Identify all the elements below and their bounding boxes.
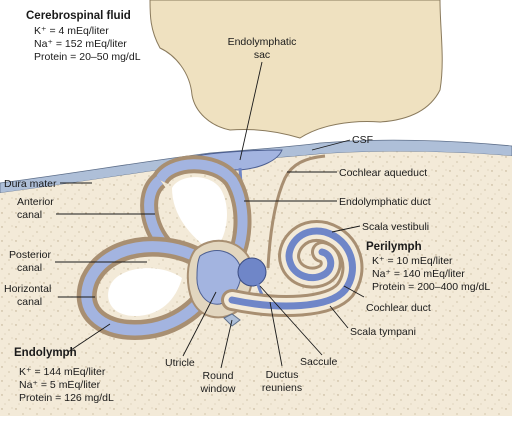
label-csf: CSF [352,134,373,146]
label-round-window-2: window [199,383,235,395]
label-posterior-canal: Posterior [9,249,52,261]
leader-utricle [182,291,217,357]
label-saccule: Saccule [300,356,338,368]
leader-saccule [259,285,323,356]
saccule-shape [237,257,267,287]
leader-scala-vestibuli [331,225,361,233]
leader-ductus-reuniens [269,301,283,367]
cochlear-aqueduct-shape [266,154,326,269]
perilymph-potassium: K⁺ = 10 mEq/liter [372,255,453,267]
label-horizontal-canal: Horizontal [4,283,51,295]
leader-scala-tympani [329,305,349,329]
anterior-canal-lumen [172,177,227,252]
perilymph-protein: Protein = 200–400 mg/dL [372,281,490,293]
label-anterior-canal: Anterior [17,196,54,208]
label-endolymphatic-sac: Endolymphatic [228,36,297,48]
endolymph-protein: Protein = 126 mg/dL [19,392,114,404]
cochlear-duct-shape [228,227,356,310]
label-round-window: Round [203,370,234,382]
label-scala-tympani: Scala tympani [350,326,416,338]
perilymph-title: Perilymph [366,241,422,253]
csf-protein: Protein = 20–50 mg/dL [34,51,141,63]
label-utricle: Utricle [165,357,195,369]
endolymph-sodium: Na⁺ = 5 mEq/liter [19,379,101,391]
label-posterior-canal-2: canal [17,262,42,274]
perilymph-sodium: Na⁺ = 140 mEq/liter [372,268,465,280]
csf-sodium: Na⁺ = 152 mEq/liter [34,38,127,50]
leader-cochlear-duct [343,285,365,298]
horizontal-canal-lumen [108,268,182,316]
leader-round-window [220,319,233,369]
leader-csf [311,139,351,151]
label-ductus-reuniens: Ductus [266,369,299,381]
leader-endolymphatic-sac [239,61,263,161]
label-scala-vestibuli: Scala vestibuli [362,221,429,233]
endolymph-title: Endolymph [14,347,77,359]
csf-title: Cerebrospinal fluid [26,10,131,22]
label-cochlear-duct: Cochlear duct [366,302,431,314]
cerebral-cortex [149,0,443,139]
leader-endolymph [67,323,111,353]
horizontal-canal-shape [81,241,216,336]
csf-potassium: K⁺ = 4 mEq/liter [34,25,109,37]
label-dura-mater: Dura mater [4,178,57,190]
label-horizontal-canal-2: canal [17,296,42,308]
label-ductus-reuniens-2: reuniens [262,382,302,394]
label-anterior-canal-2: canal [17,209,42,221]
label-cochlear-aqueduct: Cochlear aqueduct [339,167,427,179]
label-endolymphatic-duct: Endolymphatic duct [339,196,431,208]
endolymph-potassium: K⁺ = 144 mEq/liter [19,366,106,378]
label-endolymphatic-sac-2: sac [254,49,270,61]
